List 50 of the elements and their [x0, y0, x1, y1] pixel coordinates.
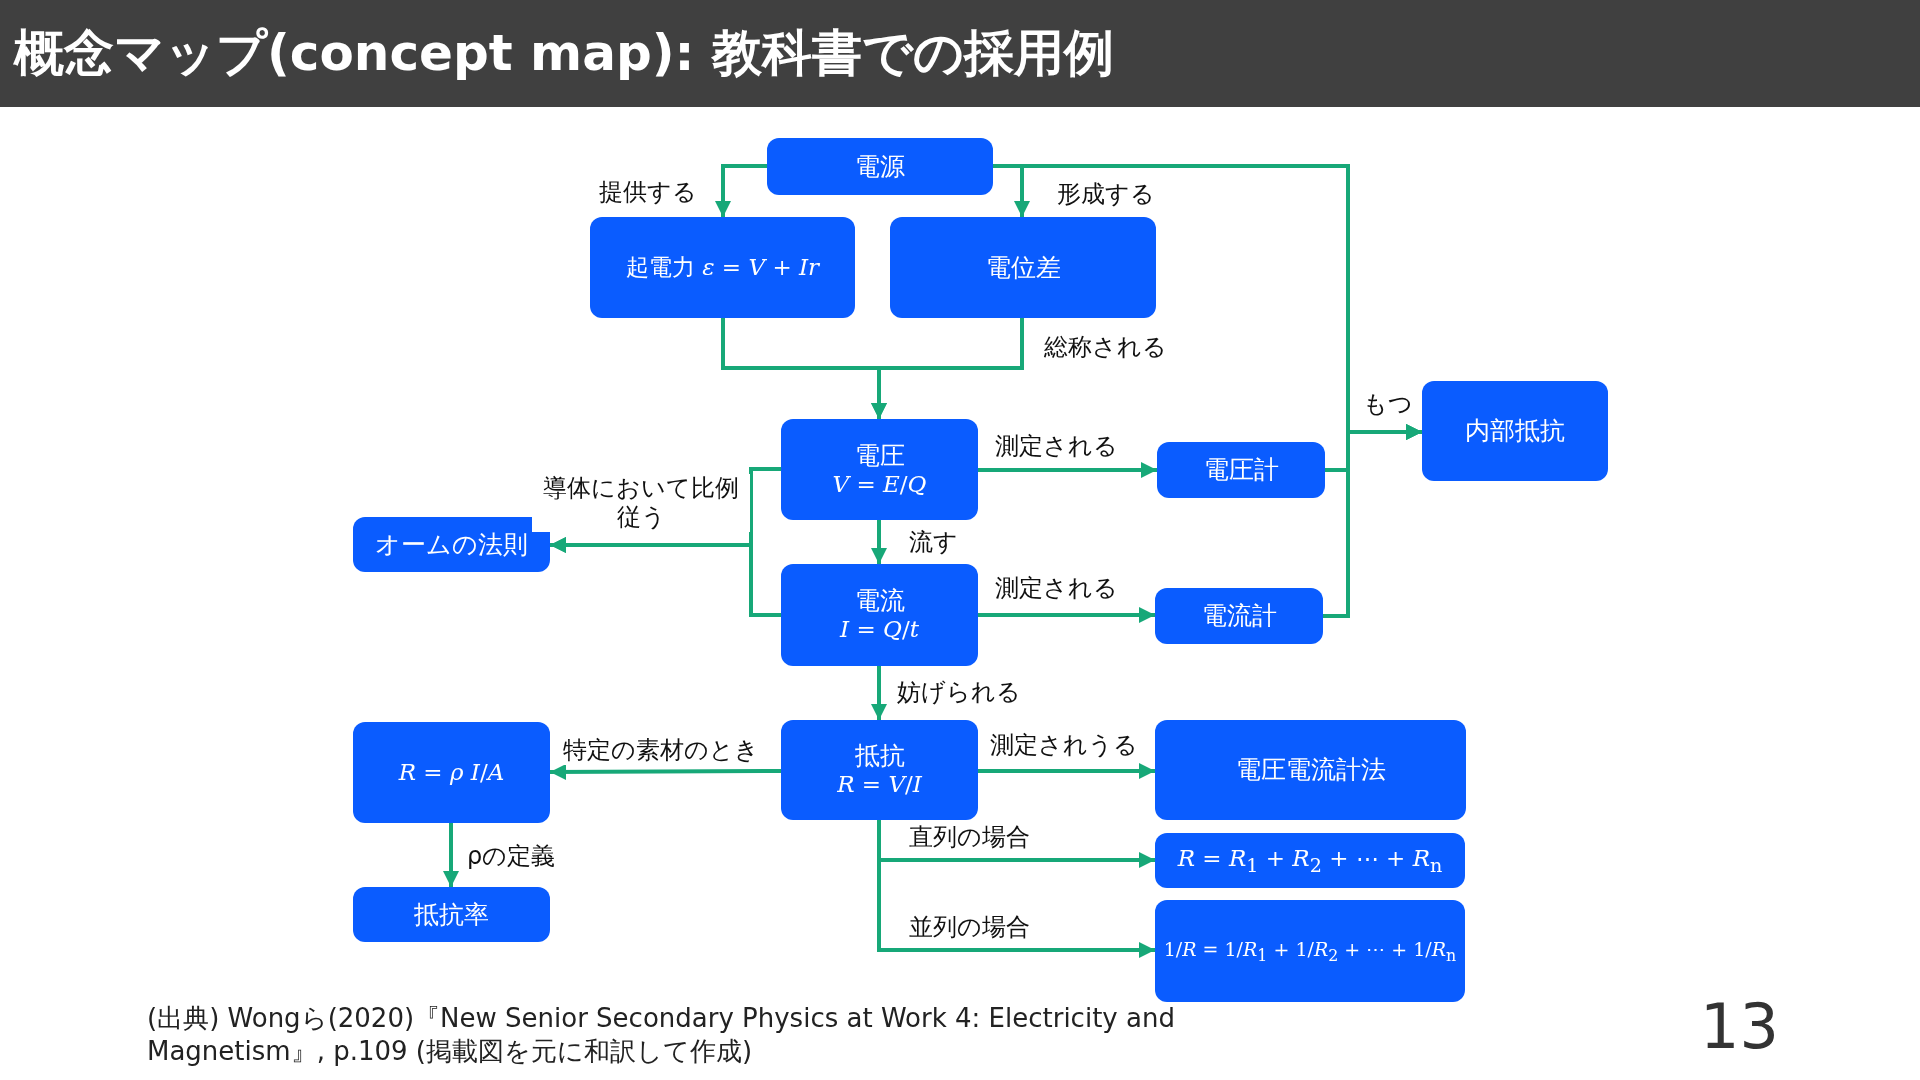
- concept-box: [1157, 442, 1325, 498]
- formula: V = E/Q: [832, 470, 927, 499]
- formula: 起電力 ε = V + Ir: [625, 253, 820, 282]
- concept-box: [590, 217, 855, 318]
- concept-box: [1155, 720, 1466, 820]
- formula: I = Q/t: [840, 616, 919, 644]
- formula: R = V/I: [837, 771, 922, 799]
- formula: R = R$_{1}$ + R$_{2}$ + ⋯ + R$_{n}$: [1177, 844, 1443, 877]
- concept-box: [353, 722, 550, 823]
- concept-box: [781, 419, 978, 520]
- page-number: 13: [1700, 990, 1779, 1063]
- edge-label: 並列の場合: [907, 913, 1032, 942]
- concept-label: 抵抗率: [414, 899, 489, 930]
- arrow: [1323, 424, 1422, 618]
- concept-box: [781, 564, 978, 666]
- concept-box: [353, 887, 550, 942]
- arrow: [978, 607, 1155, 623]
- concept-label: 電流計: [1201, 601, 1277, 631]
- concept-box: [1155, 833, 1465, 888]
- arrow: [871, 318, 1024, 419]
- concept-label: 電流: [854, 586, 905, 617]
- concept-label: 内部抵抗: [1465, 416, 1565, 446]
- caption: (出典) Wongら(2020)『New Senior Secondary Physics at Work 4: Electricity and Magnetism』, p.109 (掲載図を元に和訳して作成): [147, 1002, 1176, 1067]
- concept-box: [1155, 900, 1465, 1002]
- edge-label: 導体において比例従う: [532, 474, 750, 532]
- arrow: [871, 666, 887, 720]
- concept-label: 抵抗: [854, 741, 905, 772]
- arrow: [550, 763, 781, 780]
- formula: 1/R = 1/R$_{1}$ + 1/R$_{2}$ + ⋯ + 1/R$_{n}$: [1163, 937, 1457, 965]
- arrow: [877, 820, 1155, 958]
- arrow: [978, 763, 1155, 779]
- concept-label: オームの法則: [375, 529, 528, 560]
- concept-label: 電源: [855, 151, 905, 182]
- concept-box: [1155, 588, 1323, 644]
- concept-box: [890, 217, 1156, 318]
- arrow: [871, 520, 887, 564]
- concept-box: [767, 138, 993, 195]
- arrow: [715, 164, 767, 217]
- concept-label: 電圧電流計法: [1235, 755, 1386, 785]
- title-bar: 概念マップ(concept map): 教科書での採用例: [0, 0, 1920, 107]
- concept-box: [1422, 381, 1608, 481]
- concept-box: [781, 720, 978, 820]
- arrow: [978, 462, 1157, 478]
- edge-label: 直列の場合: [907, 823, 1032, 852]
- formula: R = ρ I/A: [398, 758, 505, 787]
- concept-box: [353, 517, 550, 572]
- concept-label: 電圧計: [1203, 455, 1279, 485]
- arrow: [443, 823, 459, 887]
- concept-label: 電位差: [985, 252, 1061, 283]
- concept-label: 電圧: [854, 440, 905, 471]
